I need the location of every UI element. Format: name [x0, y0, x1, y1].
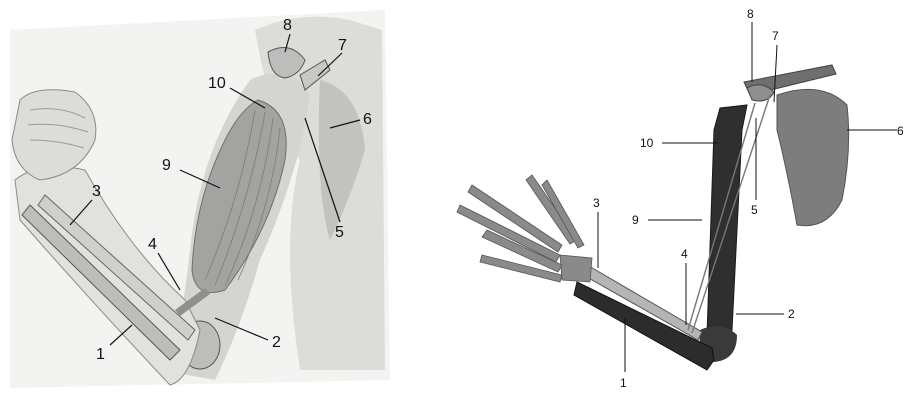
skeletal-model-panel: 1 2 3 4 5 6 7 8 9 10: [452, 0, 904, 394]
label-9: 9: [162, 157, 171, 174]
label-6: 6: [897, 124, 904, 138]
label-3: 3: [92, 183, 101, 200]
label-10: 10: [640, 136, 654, 150]
arm-illustration: 1 2 3 4 5 6 7 8 9 10: [0, 0, 450, 394]
label-3: 3: [593, 196, 600, 210]
label-9: 9: [632, 213, 639, 227]
label-4: 4: [681, 247, 688, 261]
label-6: 6: [363, 111, 372, 128]
label-5: 5: [751, 203, 758, 217]
label-8: 8: [283, 17, 292, 34]
label-10: 10: [208, 75, 226, 92]
label-2: 2: [788, 307, 795, 321]
skeletal-model: 1 2 3 4 5 6 7 8 9 10: [452, 0, 904, 394]
label-7: 7: [772, 29, 779, 43]
label-1: 1: [620, 376, 627, 390]
label-5: 5: [335, 224, 344, 241]
anatomical-illustration-panel: 1 2 3 4 5 6 7 8 9 10: [0, 0, 450, 394]
label-7: 7: [338, 37, 347, 54]
label-2: 2: [272, 334, 281, 351]
label-8: 8: [747, 7, 754, 21]
label-4: 4: [148, 236, 157, 253]
label-1: 1: [96, 346, 105, 363]
